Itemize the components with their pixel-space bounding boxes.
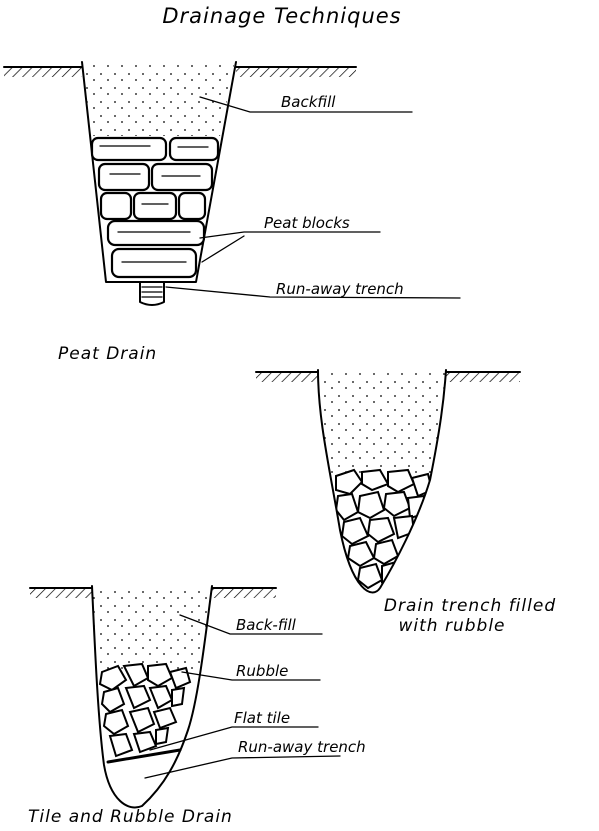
page-title: Drainage Techniques (162, 4, 401, 28)
ground-surface (29, 587, 277, 598)
peat-leaders (165, 96, 461, 299)
rubble-trench-outline (317, 369, 447, 594)
tile-rubble-stones (98, 662, 192, 758)
flat-tile (106, 748, 182, 764)
peat-run-away-trench (139, 281, 165, 306)
tile-rubble-label: Rubble (236, 662, 288, 680)
tile-run-away-trench-label: Run-away trench (238, 738, 366, 756)
peat-blocks-label: Peat blocks (264, 214, 350, 232)
ground-surface (255, 371, 521, 382)
rubble-stones (334, 468, 434, 590)
rubble-drain-caption-line2: with rubble (399, 616, 506, 636)
tile-rubble-drain: Back-fill Rubble Flat tile Run-away tren… (28, 585, 366, 827)
peat-backfill-label: Backfill (281, 93, 336, 111)
peat-blocks (90, 136, 220, 279)
rubble-drain: Drain trench filled with rubble (255, 369, 556, 636)
rubble-drain-caption-line1: Drain trench filled (384, 596, 556, 616)
tile-rubble-drain-caption: Tile and Rubble Drain (28, 807, 233, 827)
tile-backfill-label: Back-fill (236, 616, 297, 634)
peat-drain: Backfill Peat blocks Run-away trench Pea… (3, 61, 461, 364)
rubble-drain-backfill (318, 373, 446, 480)
flat-tile-label: Flat tile (234, 709, 290, 727)
tile-rubble-leaders (144, 614, 341, 779)
tile-rubble-trench-outline (91, 585, 213, 809)
peat-run-away-trench-label: Run-away trench (276, 280, 404, 298)
tile-rubble-backfill (92, 589, 212, 670)
peat-drain-caption: Peat Drain (58, 344, 157, 364)
ground-surface (3, 66, 357, 77)
peat-backfill (84, 65, 234, 136)
peat-trench-outline (81, 61, 237, 283)
